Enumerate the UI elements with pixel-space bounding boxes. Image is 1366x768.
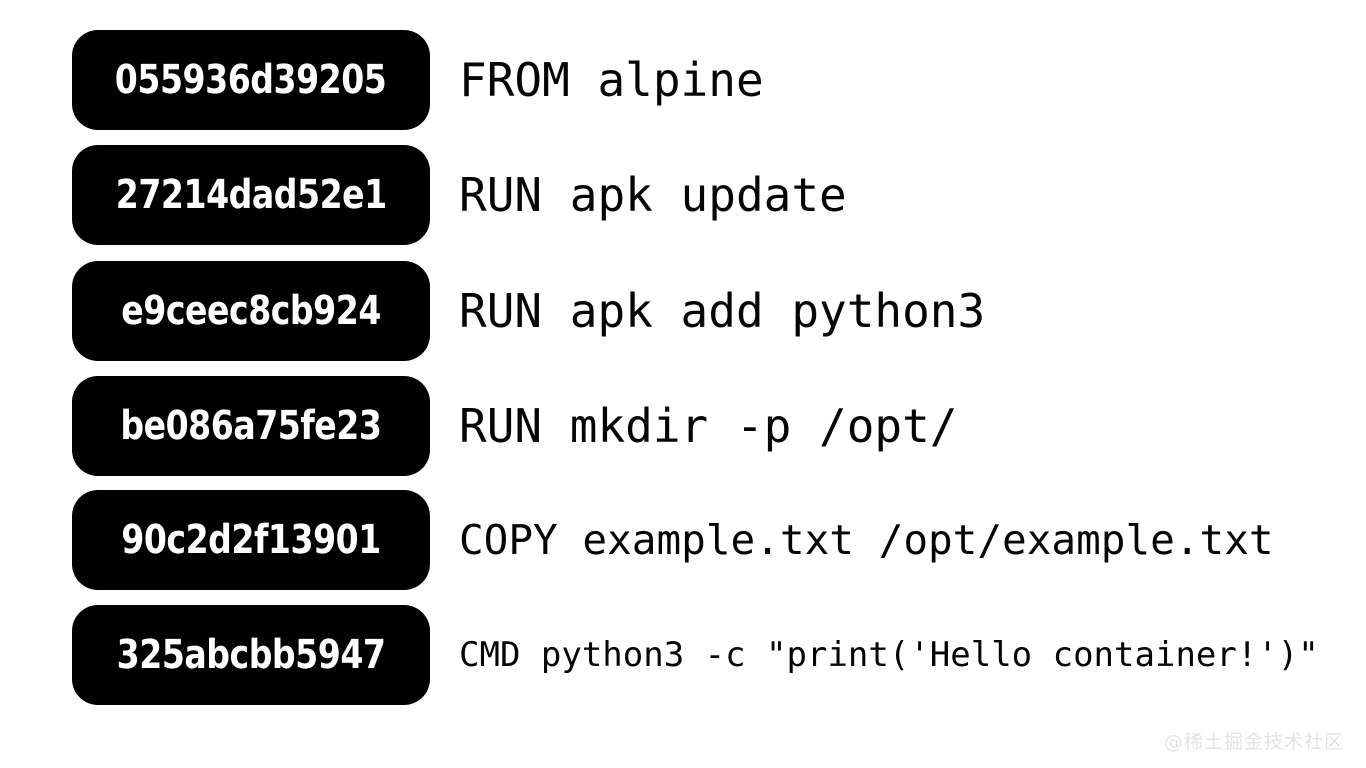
layer-instruction: RUN apk add python3 [459,284,986,338]
layer-id-label: 325abcbb5947 [116,632,386,678]
layer-id-badge[interactable]: 27214dad52e1 [72,145,430,245]
layer-id-label: 055936d39205 [115,57,387,103]
layer-id-badge[interactable]: 90c2d2f13901 [72,490,430,590]
layer-id-label: e9ceec8cb924 [121,288,381,334]
layer-id-badge[interactable]: 055936d39205 [72,30,430,130]
layer-instruction: CMD python3 -c "print('Hello container!'… [459,635,1319,675]
layer-instruction: COPY example.txt /opt/example.txt [459,515,1274,564]
layer-row: 90c2d2f13901 COPY example.txt /opt/examp… [0,490,1366,590]
layer-row: e9ceec8cb924 RUN apk add python3 [0,261,1366,361]
layer-id-label: be086a75fe23 [120,403,382,449]
layer-row: 27214dad52e1 RUN apk update [0,145,1366,245]
layer-row: be086a75fe23 RUN mkdir -p /opt/ [0,376,1366,476]
layer-id-badge[interactable]: e9ceec8cb924 [72,261,430,361]
layer-id-label: 27214dad52e1 [115,172,387,218]
layer-id-badge[interactable]: 325abcbb5947 [72,605,430,705]
layer-row: 055936d39205 FROM alpine [0,30,1366,130]
layer-id-label: 90c2d2f13901 [121,517,381,563]
watermark: @稀土掘金技术社区 [1163,731,1344,753]
layer-instruction: RUN apk update [459,168,847,222]
layer-id-badge[interactable]: be086a75fe23 [72,376,430,476]
layer-instruction: RUN mkdir -p /opt/ [459,399,958,453]
layer-row: 325abcbb5947 CMD python3 -c "print('Hell… [0,605,1366,705]
layer-instruction: FROM alpine [459,53,764,107]
